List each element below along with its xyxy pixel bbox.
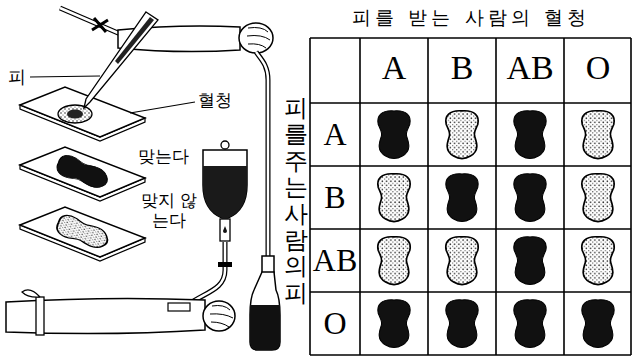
tube-clamp <box>218 262 232 267</box>
serum-drop <box>58 105 92 123</box>
grid-line <box>310 228 631 230</box>
slide-face <box>20 207 145 257</box>
row-header: A <box>323 115 346 153</box>
clumped-blood <box>582 111 614 159</box>
drip-chamber <box>220 219 230 241</box>
tube <box>60 8 125 36</box>
clumped-blood <box>582 174 614 222</box>
grid-line <box>359 38 361 355</box>
drip <box>223 226 227 233</box>
grid-line <box>310 354 631 356</box>
grid-line <box>427 38 429 355</box>
row-group-header: 피를 주는 사람의 피 <box>284 95 308 306</box>
row-header: AB <box>313 241 357 279</box>
tube <box>256 52 268 258</box>
part-label: 피 <box>8 66 26 88</box>
slide-face <box>20 147 145 197</box>
grid-line <box>310 102 631 104</box>
column-header: AB <box>506 48 553 89</box>
clumped-blood <box>446 111 478 159</box>
matched-blood <box>514 300 546 348</box>
blood-drop <box>67 110 83 119</box>
grid-line <box>309 38 311 355</box>
tourniquet <box>36 297 44 335</box>
grid-line <box>310 165 631 167</box>
pipette-blood <box>115 17 154 64</box>
column-group-header: 피를 받는 사람의 혈청 <box>352 6 589 29</box>
matched-blood <box>54 152 110 192</box>
grid-line <box>310 291 631 293</box>
tube <box>60 8 125 36</box>
table-grid <box>310 38 631 355</box>
row-header: O <box>323 304 346 342</box>
bag-hanger <box>221 141 229 149</box>
clumped-blood <box>378 174 410 222</box>
clumped-blood <box>378 237 410 285</box>
part-label: 혈청 <box>198 90 232 110</box>
matched-blood <box>446 174 478 222</box>
recipient-hand <box>203 301 235 331</box>
iv-bag <box>203 150 247 218</box>
slide-face <box>20 87 145 137</box>
glass-slide <box>20 207 145 261</box>
grid-line <box>310 37 631 39</box>
clumped-blood <box>582 237 614 285</box>
matched-blood <box>378 111 410 159</box>
blood-bottle <box>250 272 280 350</box>
glass-slide <box>20 87 145 141</box>
tube <box>256 52 268 258</box>
tube <box>186 242 225 306</box>
result-marks <box>378 111 614 348</box>
result-label: 맞는다 <box>138 146 189 166</box>
tube-clamp <box>92 18 108 32</box>
column-header: B <box>451 48 474 89</box>
leader-line <box>130 102 195 113</box>
column-header: O <box>586 48 611 89</box>
row-header: B <box>324 178 345 216</box>
donor-hand <box>239 23 273 53</box>
grid-line <box>563 38 565 355</box>
finger-lines <box>210 306 233 328</box>
matched-blood <box>514 174 546 222</box>
result-label: 맞지 않는다 <box>140 190 198 231</box>
tube <box>186 242 225 306</box>
matched-blood <box>514 111 546 159</box>
grid-line <box>630 38 632 355</box>
bag-blood <box>203 166 247 218</box>
grid-line <box>495 38 497 355</box>
bottle-neck <box>262 256 274 273</box>
bottle-blood <box>250 305 280 350</box>
clumped-blood <box>446 237 478 285</box>
column-header: A <box>382 48 407 89</box>
matched-blood <box>582 300 614 348</box>
matched-blood <box>378 300 410 348</box>
finger-lines <box>247 28 270 49</box>
tape <box>168 303 190 311</box>
matched-blood <box>514 237 546 285</box>
clumped-blood <box>54 212 110 252</box>
matched-blood <box>446 300 478 348</box>
glass-slide <box>20 147 145 201</box>
leader-line <box>30 76 100 77</box>
pipette <box>84 12 158 108</box>
tourniquet-knot <box>22 290 40 297</box>
